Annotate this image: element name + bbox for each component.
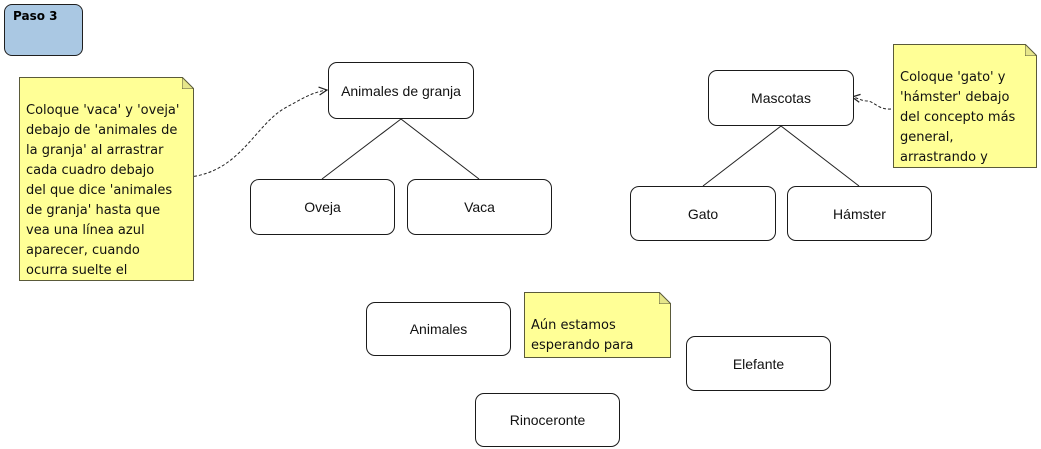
node-pets[interactable]: Mascotas — [708, 70, 854, 126]
node-label: Oveja — [304, 199, 341, 215]
edge-pets-cat — [702, 125, 782, 187]
edge-farm-sheep — [321, 118, 402, 180]
node-label: Gato — [687, 205, 719, 222]
node-cat[interactable]: Gato — [630, 186, 776, 241]
note-text: Coloque 'vaca' y 'oveja' debajo de 'anim… — [26, 103, 180, 298]
node-cow[interactable]: Vaca — [407, 179, 552, 235]
node-elephant[interactable]: Elefante — [686, 336, 831, 391]
note-text: Coloque 'gato' y 'hámster' debajo del co… — [900, 70, 1016, 185]
step-badge: Paso 3 — [4, 4, 83, 56]
edge-farm-cow — [400, 118, 480, 180]
node-rhino[interactable]: Rinoceronte — [475, 393, 620, 447]
note-text: Aún estamos esperando para acomodar ésto… — [531, 318, 640, 373]
node-label: Vaca — [464, 199, 495, 215]
callout-arrow-pets — [852, 97, 892, 110]
node-sheep[interactable]: Oveja — [250, 179, 395, 235]
note-pending: Aún estamos esperando para acomodar ésto… — [524, 292, 671, 358]
node-hamster[interactable]: Hámster — [787, 186, 932, 241]
node-label: Animales — [409, 321, 468, 337]
node-label: Elefante — [732, 355, 785, 372]
node-label: Animales de granja — [341, 82, 461, 99]
node-animals[interactable]: Animales — [366, 302, 511, 356]
node-label: Rinoceronte — [509, 412, 586, 428]
step-label: Paso 3 — [13, 9, 58, 23]
node-label: Hámster — [833, 205, 886, 222]
note-pets-instruction: Coloque 'gato' y 'hámster' debajo del co… — [893, 44, 1037, 168]
node-label: Mascotas — [751, 90, 811, 106]
callout-arrow-farm — [188, 90, 327, 178]
edge-pets-hamster — [780, 125, 860, 187]
node-farm-animals[interactable]: Animales de granja — [328, 62, 474, 119]
note-farm-instruction: Coloque 'vaca' y 'oveja' debajo de 'anim… — [19, 77, 194, 281]
